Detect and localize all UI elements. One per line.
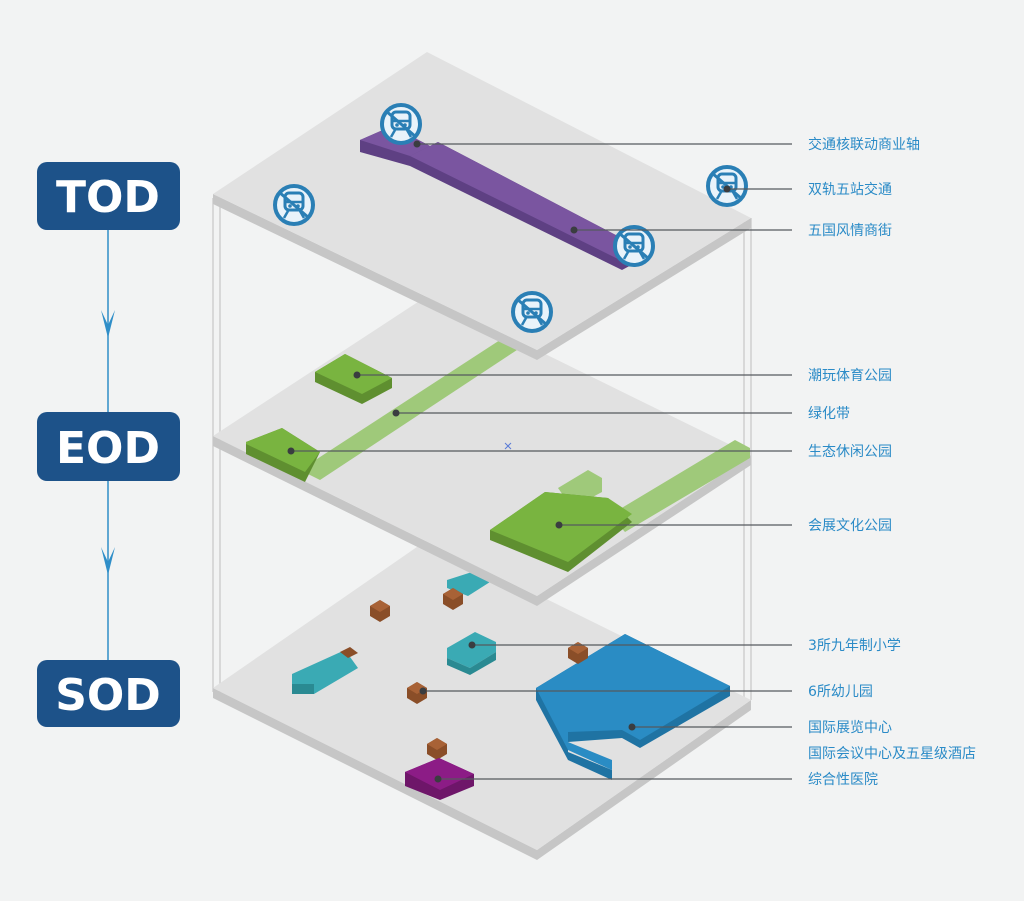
teal-building-top [447,572,490,596]
commercial-axis-block [360,126,652,270]
mode-column: TOD EOD SOD [37,162,180,727]
down-arrow-icon [101,547,115,575]
teal-building-left [292,647,358,694]
mode-label-eod: EOD [56,423,160,474]
sod-platform-edge [213,688,751,860]
callout-green-belt: 绿化带 [392,406,850,422]
callout-label-expo-culture-park: 会展文化公园 [808,518,892,534]
metro-station-icon [613,225,655,267]
mode-box-sod: SOD [37,660,180,727]
callout-expo-culture-park: 会展文化公园 [555,518,892,534]
callout-dual-rail: 双轨五站交通 [723,181,892,198]
callout-kindergartens: 6所幼儿园 [419,684,873,700]
expo-center-building [536,634,730,780]
callout-label-dual-rail: 双轨五站交通 [808,181,892,198]
sod-layer [213,540,751,860]
callout-label-five-nations-street: 五国风情商街 [808,223,892,239]
metro-station-icon [511,291,553,333]
eod-layer [213,296,751,606]
callout-primary-schools: 3所九年制小学 [468,638,901,654]
metro-station-icon [380,103,422,145]
mode-label-sod: SOD [55,670,161,721]
callout-label-expo-center: 国际展览中心 [808,720,892,736]
callout-eco-leisure-park: 生态休闲公园 [287,444,892,460]
mode-box-eod: EOD [37,412,180,481]
mode-label-tod: TOD [56,172,160,223]
callout-label-hospital: 综合性医院 [808,772,878,788]
callout-label-green-belt: 绿化带 [808,406,850,422]
callout-commercial-axis: 交通核联动商业轴 [413,136,920,153]
metro-station-icon [273,184,315,226]
trendy-sports-park-block [315,354,392,404]
callout-trendy-sports-park: 潮玩体育公园 [353,368,892,384]
mode-box-tod: TOD [37,162,180,230]
callout-label-primary-schools: 3所九年制小学 [808,638,901,654]
callout-hospital: 综合性医院 [434,772,878,788]
callouts: 交通核联动商业轴 双轨五站交通 五国风情商街 潮玩体育公园 绿化带 生态休闲公园 [287,136,976,788]
callout-expo-center: 国际展览中心 国际会议中心及五星级酒店 [628,720,976,762]
callout-five-nations-street: 五国风情商街 [570,223,892,239]
down-arrow-icon [101,310,115,338]
green-belt-strip-right [610,440,750,532]
callout-label-trendy-sports-park: 潮玩体育公园 [808,368,892,384]
callout-label-conference-hotel: 国际会议中心及五星级酒店 [808,746,976,762]
tod-layer [213,52,751,360]
callout-label-commercial-axis: 交通核联动商业轴 [808,136,920,153]
eod-platform-edge [213,436,751,606]
callout-label-eco-leisure-park: 生态休闲公园 [808,444,892,460]
sod-platform-top [213,540,751,850]
callout-label-kindergartens: 6所幼儿园 [808,684,873,700]
center-marker-icon [504,442,512,450]
kindergarten-blocks [370,588,588,760]
tod-platform-edge [213,194,751,360]
teal-building-mid [447,632,496,675]
eco-leisure-park-block [246,428,320,482]
